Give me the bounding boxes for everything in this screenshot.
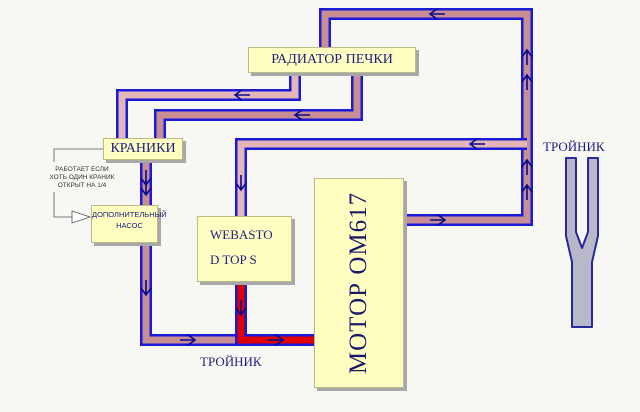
heater-radiator-box: РАДИАТОР ПЕЧКИ — [248, 47, 416, 73]
flow-arrow-icon — [268, 334, 285, 346]
pipe-radiator-left-fill — [118, 73, 299, 140]
note-connector — [53, 148, 103, 224]
extra-pump-label-line1: ДОПОЛНИТЕЛЬНЫЙ — [92, 210, 167, 219]
extra-pump-box: ДОПОЛНИТЕЛЬНЫЙ НАСОС — [91, 205, 167, 243]
pump-condition-note: РАБОТАЕТ ЕСЛИ ХОТЬ ОДИН КРАНИК ОТКРЫТ НА… — [36, 166, 128, 189]
webasto-label-line1: WEBASTO — [210, 227, 273, 242]
engine-label: МОТОР ОМ617 — [345, 191, 372, 375]
connector-arrow-icon — [71, 210, 92, 224]
pipe-radiator-right-fill — [156, 73, 361, 140]
pipe-webasto-feed-fill — [237, 140, 527, 216]
pipe-return-loop-fill — [321, 10, 531, 224]
flow-arrow-icon — [235, 300, 247, 317]
flow-arrow-icon — [521, 183, 533, 200]
flow-arrow-icon — [428, 8, 445, 20]
note-line-3: ОТКРЫТ НА 1/4 — [57, 181, 107, 189]
flow-arrow-icon — [140, 280, 152, 297]
heater-radiator-label: РАДИАТОР ПЕЧКИ — [271, 52, 393, 67]
flow-arrow-icon — [430, 214, 447, 226]
tee-label-right: ТРОЙНИК — [543, 139, 605, 154]
extra-pump-label-line2: НАСОС — [116, 220, 143, 230]
valves-label: КРАНИКИ — [110, 141, 176, 156]
pipe-webasto-hot — [235, 282, 314, 346]
pipe-radiator-left — [116, 73, 301, 140]
webasto-heater-box: WEBASTO D TOP S — [197, 216, 292, 282]
flow-arrow-icon — [521, 158, 533, 175]
engine-box: МОТОР ОМ617 — [314, 178, 404, 388]
pipe-radiator-right — [154, 73, 363, 140]
webasto-label-line2: D TOP S — [210, 251, 257, 267]
flow-arrows — [140, 8, 533, 346]
flow-arrow-icon — [521, 73, 533, 90]
pipe-webasto-hot-fill — [237, 282, 314, 344]
flow-arrow-icon — [235, 175, 247, 192]
valves-box: КРАНИКИ — [103, 138, 183, 160]
flow-arrow-icon — [521, 48, 533, 65]
flow-arrow-icon — [468, 138, 485, 150]
flow-arrow-icon — [140, 180, 152, 197]
flow-arrow-icon — [233, 89, 250, 101]
flow-arrow-icon — [180, 334, 197, 346]
tee-label-bottom: ТРОЙНИК — [200, 354, 262, 369]
note-line-1: РАБОТАЕТ ЕСЛИ — [55, 166, 109, 173]
tee-fitting-icon — [565, 157, 599, 328]
flow-arrow-icon — [293, 109, 310, 121]
note-line-2: ХОТЬ ОДИН КРАНИК — [49, 173, 115, 181]
